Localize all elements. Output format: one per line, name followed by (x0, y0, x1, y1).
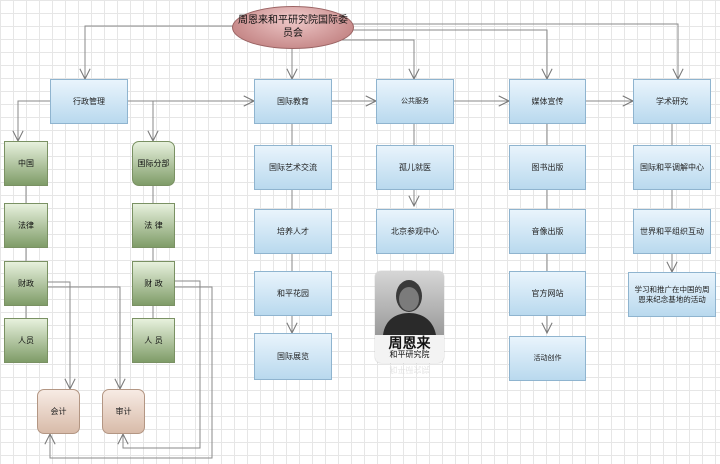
link-intlfinance-audit (123, 280, 201, 449)
node-public-orphan-care[interactable]: 孤儿就医 (376, 145, 454, 190)
node-china-staff[interactable]: 人员 (4, 318, 48, 363)
node-accounting[interactable]: 会计 (37, 389, 80, 434)
node-edu-talent[interactable]: 培养人才 (254, 209, 332, 254)
node-china[interactable]: 中国 (4, 141, 48, 186)
node-media-events[interactable]: 活动创作 (509, 336, 586, 381)
node-edu[interactable]: 国际教育 (254, 79, 332, 124)
node-intl-finance[interactable]: 财 政 (132, 261, 175, 306)
link-intlfinance-accounting (50, 286, 213, 459)
node-academic-mediation[interactable]: 国际和平调解中心 (633, 145, 711, 190)
link-finance-accounting (48, 281, 70, 389)
portrait-caption-sub: 和平研究院 (389, 350, 430, 359)
node-edu-art-exchange[interactable]: 国际艺术交流 (254, 145, 332, 190)
node-academic-memorial-sites[interactable]: 学习和推广在中国的周恩来纪念基地的活动 (628, 272, 716, 317)
portrait-silhouette-icon (383, 280, 436, 335)
node-media-books[interactable]: 图书出版 (509, 145, 586, 190)
node-china-law[interactable]: 法律 (4, 203, 48, 248)
node-edu-exhibition[interactable]: 国际展览 (254, 333, 332, 380)
node-edu-peace-garden[interactable]: 和平花园 (254, 271, 332, 316)
node-intl-staff[interactable]: 人 员 (132, 318, 175, 363)
node-intl-law[interactable]: 法 律 (132, 203, 175, 248)
link-root-public (330, 39, 414, 79)
link-root-academic (352, 23, 678, 79)
root-node[interactable]: 周恩来和平研究院国际委员会 (232, 6, 354, 49)
zhou-enlai-portrait: 周恩来 和平研究院 (375, 271, 444, 363)
node-media-av[interactable]: 音像出版 (509, 209, 586, 254)
node-china-finance[interactable]: 财政 (4, 261, 48, 306)
node-admin[interactable]: 行政管理 (50, 79, 128, 124)
portrait-reflection: 和平研究院 (389, 365, 430, 374)
portrait-image (375, 271, 444, 335)
portrait-caption-name: 周恩来 (388, 336, 431, 352)
node-media[interactable]: 媒体宣传 (509, 79, 586, 124)
link-root-admin (85, 25, 233, 79)
link-admin-china (18, 100, 50, 141)
node-academic[interactable]: 学术研究 (633, 79, 711, 124)
node-audit[interactable]: 审计 (102, 389, 145, 434)
link-root-media (352, 29, 547, 79)
link-finance-audit (48, 286, 120, 389)
node-intl-division[interactable]: 国际分部 (132, 141, 175, 186)
node-academic-world-peace[interactable]: 世界和平组织互动 (633, 209, 711, 254)
node-media-website[interactable]: 官方网站 (509, 271, 586, 316)
node-public[interactable]: 公共服务 (376, 79, 454, 124)
node-public-visit-center[interactable]: 北京参观中心 (376, 209, 454, 254)
link-admin-intl (128, 100, 153, 141)
